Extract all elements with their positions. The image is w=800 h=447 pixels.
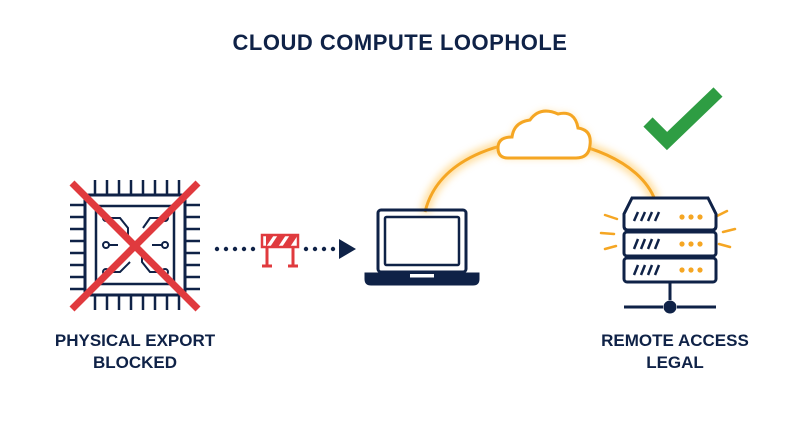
left-caption-line2: BLOCKED [92, 353, 178, 372]
right-caption-line1: REMOTE ACCESS [601, 331, 749, 350]
left-caption-line1: PHYSICAL EXPORT [54, 331, 216, 350]
right-caption: REMOTE ACCESS LEGAL [570, 330, 780, 374]
road-barrier-icon [260, 233, 300, 268]
left-caption: PHYSICAL EXPORT BLOCKED [30, 330, 240, 374]
red-x-icon [69, 180, 201, 312]
dotted-arrow [214, 239, 356, 259]
server-rack-icon [599, 196, 737, 314]
green-checkmark-icon [643, 87, 723, 151]
right-caption-line2: LEGAL [646, 353, 704, 372]
laptop-icon [364, 208, 480, 286]
diagram-title: CLOUD COMPUTE LOOPHOLE [232, 30, 568, 55]
cloud-icon [496, 109, 592, 160]
